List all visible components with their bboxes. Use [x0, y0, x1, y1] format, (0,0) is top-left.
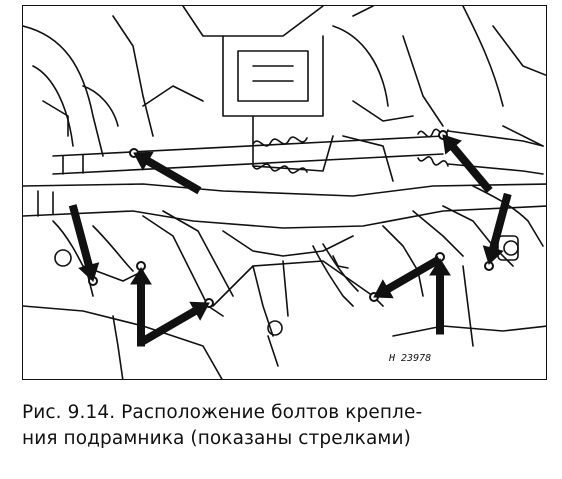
arrow-icon: [482, 192, 512, 265]
subframe-drawing: H 23978: [23, 6, 546, 379]
arrow-icon: [133, 151, 202, 195]
figure-caption: Рис. 9.14. Расположение болтов крепле- н…: [22, 400, 552, 452]
arrow-icon: [139, 301, 210, 346]
caption-line-1: Рис. 9.14. Расположение болтов крепле-: [22, 402, 423, 423]
arrow-icon: [68, 204, 100, 282]
figure-illustration: H 23978: [22, 5, 547, 380]
arrow-icon: [373, 255, 442, 299]
arrow-icon: [442, 134, 493, 194]
caption-line-2: ния подрамника (показаны стрелками): [22, 428, 411, 449]
figure-code: H 23978: [388, 353, 431, 364]
arrow-icon: [429, 258, 451, 335]
arrow-group: [68, 134, 512, 347]
arrow-icon: [130, 267, 152, 347]
